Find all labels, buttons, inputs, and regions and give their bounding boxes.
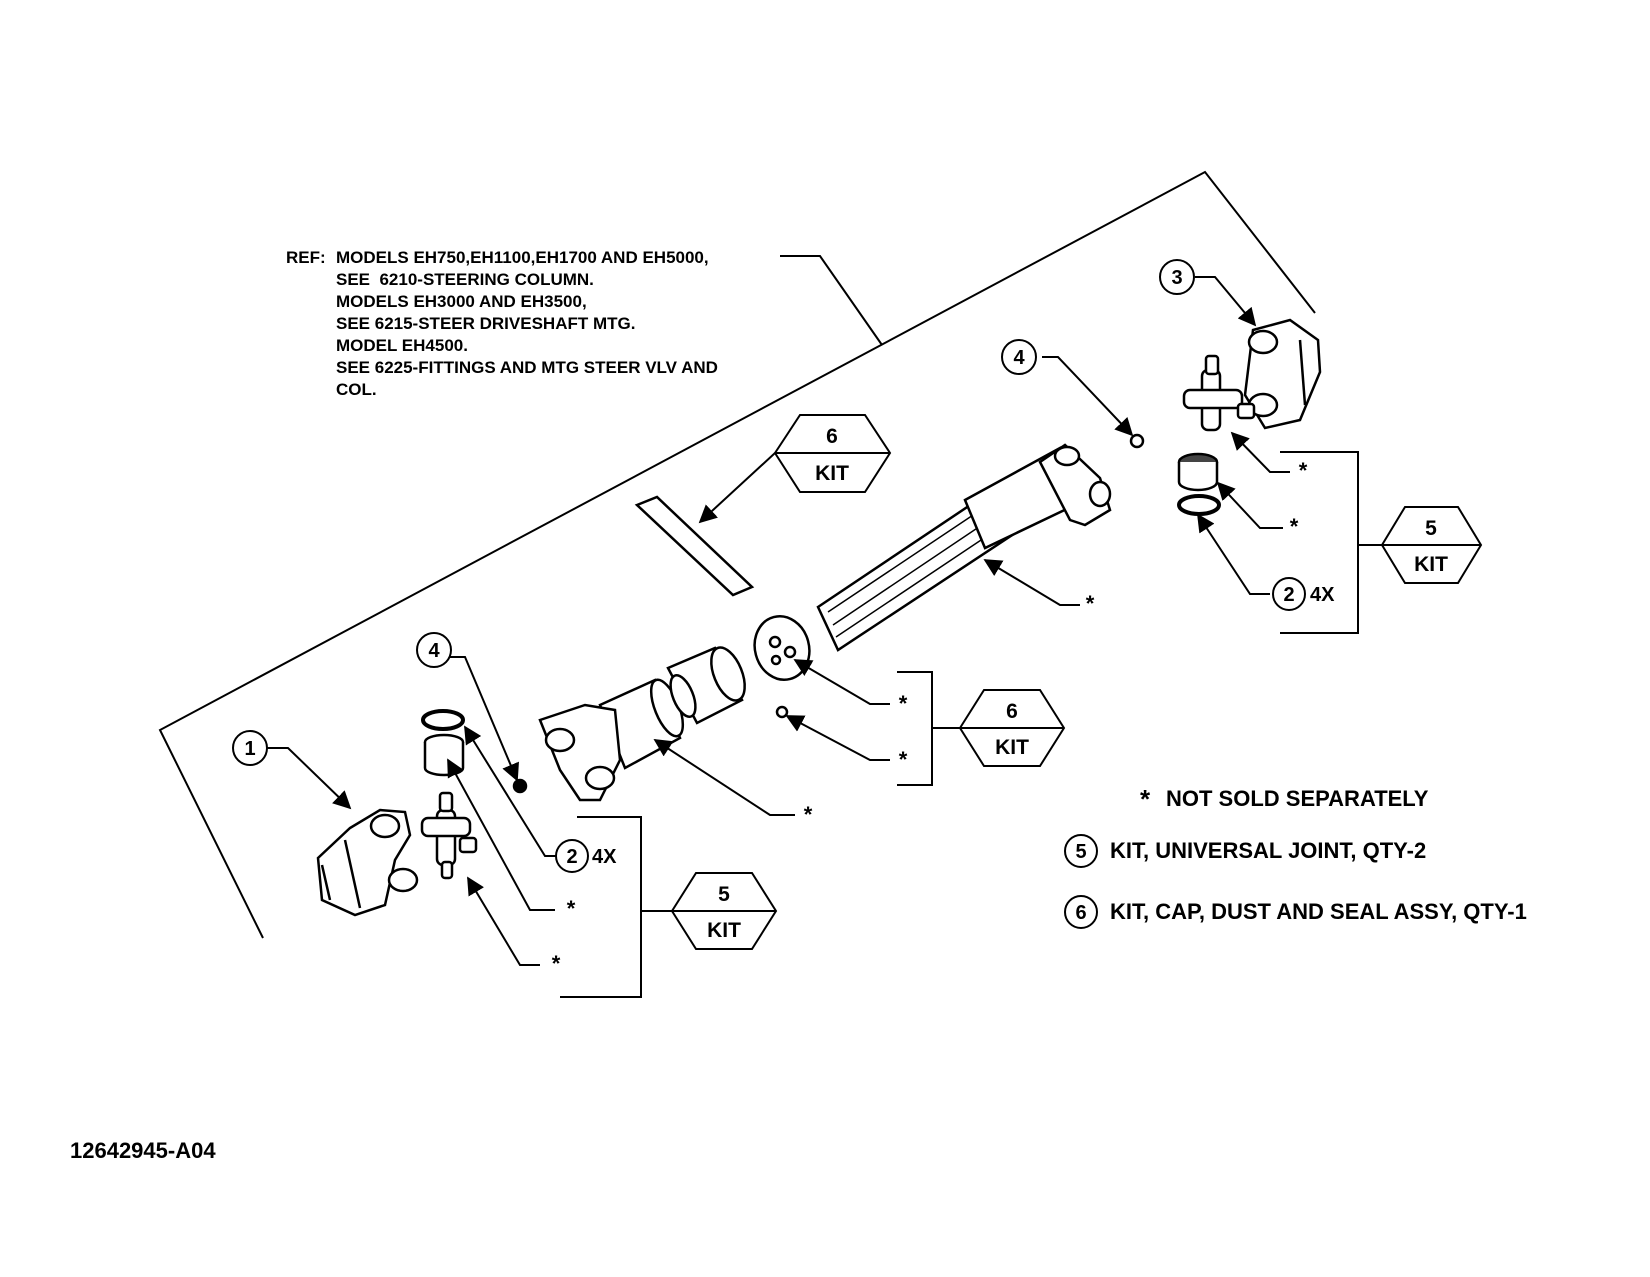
ref-line-6: SEE 6225-FITTINGS AND MTG STEER VLV AND [336,358,718,377]
seal-strip [634,495,755,597]
kit5-left-number: 5 [718,883,730,906]
reference-note: REF: MODELS EH750,EH1100,EH1700 AND EH500… [286,247,718,401]
bearing-cap-right [1177,452,1219,492]
leader-4-right [1042,356,1134,437]
yoke-1-part [316,808,419,917]
legend-kit6-number: 6 [1075,902,1086,924]
asterisk-bearing-right: * [1290,514,1299,539]
upper-splined-shaft [816,443,1112,652]
kit6-lower-number: 6 [1006,700,1018,723]
ref-prefix: REF: [286,248,326,267]
legend-kit5-number: 5 [1075,841,1086,863]
ref-line-2: SEE 6210-STEERING COLUMN. [336,270,594,289]
leader-star-spider-right [1230,431,1290,473]
callout-4-left-label: 4 [428,640,440,662]
asterisk-spider-left: * [552,951,561,976]
qty-4x-right: 4X [1310,584,1335,606]
spline-sleeve [666,646,746,725]
kit6-lower-word: KIT [995,736,1029,759]
document-number: 12642945-A04 [70,1138,216,1163]
spider-right-part [1182,354,1256,432]
asterisk-dust-cap: * [899,691,908,716]
callout-3-circle [1159,259,1195,295]
lower-shaft-yoke [538,678,685,802]
leader-star-spider-left [467,876,540,966]
leader-3 [1195,276,1257,327]
legend-asterisk-symbol: * [1140,784,1151,814]
leader-2-right [1197,513,1270,595]
qty-4x-left: 4X [592,846,617,868]
legend-kit6-text: KIT, CAP, DUST AND SEAL ASSY, QTY-1 [1110,899,1527,924]
seal-ring-left [421,709,465,731]
leader-star-upper-shaft [983,559,1080,606]
legend-kit6-circle [1064,895,1098,929]
ref-line-5: MODEL EH4500. [336,336,468,355]
bearing-cap-left [423,733,465,777]
legend-kit5-circle [1064,834,1098,868]
asterisk-spider-right: * [1299,458,1308,483]
callout-1-label: 1 [244,738,255,760]
leader-star-plug [785,715,890,761]
dust-cap [753,615,811,681]
callout-1-circle [232,730,268,766]
grease-fitting-left [512,778,528,794]
leader-star-bearing-right [1216,481,1283,529]
callout-4-right-circle [1001,339,1037,375]
grease-fitting-right [1129,433,1145,449]
legend-kit5-text: KIT, UNIVERSAL JOINT, QTY-2 [1110,838,1427,863]
ref-line-1: MODELS EH750,EH1100,EH1700 AND EH5000, [336,248,709,267]
callout-4-left-circle [416,632,452,668]
callout-3-label: 3 [1171,267,1182,289]
callout-2-right-circle [1272,577,1306,611]
leader-star-lower-shaft [653,739,795,816]
ref-line-4: SEE 6215-STEER DRIVESHAFT MTG. [336,314,636,333]
plug [775,705,789,719]
seal-ring-right [1177,494,1221,516]
asterisk-bearing-left: * [567,896,576,921]
spider-left-part [420,791,478,880]
callout-4-right-label: 4 [1013,347,1025,369]
callout-2-left-circle [555,839,589,873]
yoke-3-part [1243,318,1322,430]
leader-star-dust-cap [793,659,890,705]
kit5-left-word: KIT [707,919,741,942]
kit6-upper-number: 6 [826,425,838,448]
leader-2-left [464,725,561,857]
bracket-kit5-right [1280,451,1359,634]
legend-not-sold-text: NOT SOLD SEPARATELY [1166,786,1429,811]
assembly-frame [158,170,1316,939]
leader-1 [267,747,352,810]
kit5-right-number: 5 [1425,517,1437,540]
asterisk-plug: * [899,747,908,772]
ref-line-7: COL. [336,380,377,399]
callout-2-right-label: 2 [1283,584,1294,606]
asterisk-upper-shaft: * [1086,591,1095,616]
ref-line-3: MODELS EH3000 AND EH3500, [336,292,587,311]
bracket-kit5-left [560,816,642,998]
kit6-upper-word: KIT [815,462,849,485]
kit5-right-word: KIT [1414,553,1448,576]
leader-star-bearing-left [447,758,555,911]
asterisk-lower-shaft: * [804,802,813,827]
callout-2-left-label: 2 [566,846,577,868]
